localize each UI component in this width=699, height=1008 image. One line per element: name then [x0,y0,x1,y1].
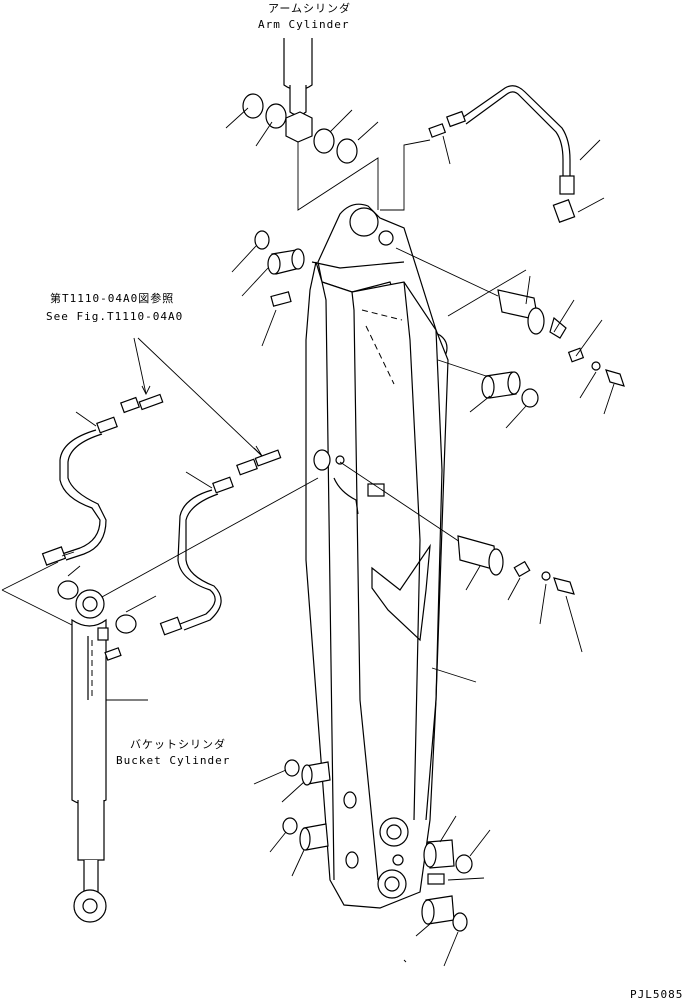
pin-assembly-upper-right [395,247,625,415]
pin-bushing-group-upper-left [231,230,305,347]
grease-fitting-1 [428,123,447,138]
lock-plate [549,316,567,339]
shim-washer-1 [242,93,264,119]
arm-cylinder-label-jp: アームシリンダ [268,2,352,15]
hose-assembly-left [41,337,282,636]
shim-washer-2 [265,103,287,129]
bolt-mid [553,577,575,595]
arm-cylinder [225,38,379,164]
reference-label-jp: 第T1110-04A0図参照 [50,292,175,305]
grease-fitting-3 [427,873,445,885]
shim-washer-3 [313,128,335,154]
arm-body [305,203,449,909]
elbow-fitting [552,199,576,223]
bucket-cylinder-port-2 [104,647,122,661]
bushing-group-mid-right [437,359,539,429]
bushing-group-lower-left [253,759,331,877]
bucket-cylinder-label-en: Bucket Cylinder [116,754,231,767]
bushing-group-lower-right [403,815,491,967]
bucket-cylinder-port-1 [97,627,109,641]
drawing-code: PJL5085 [630,988,684,1001]
bucket-cylinder-label-jp: バケットシリンダ [130,738,226,751]
bucket-cylinder [1,477,319,923]
hose-assembly-top [380,85,605,223]
arm-cylinder-label-en: Arm Cylinder [258,18,350,31]
reference-label-en: See Fig.T1110-04A0 [46,310,184,323]
hose-fitting [559,175,575,195]
shim-washer-4 [336,138,358,164]
pin-assembly-mid [339,461,583,653]
bolt-upper [605,369,625,387]
grease-fitting-2 [270,291,292,307]
